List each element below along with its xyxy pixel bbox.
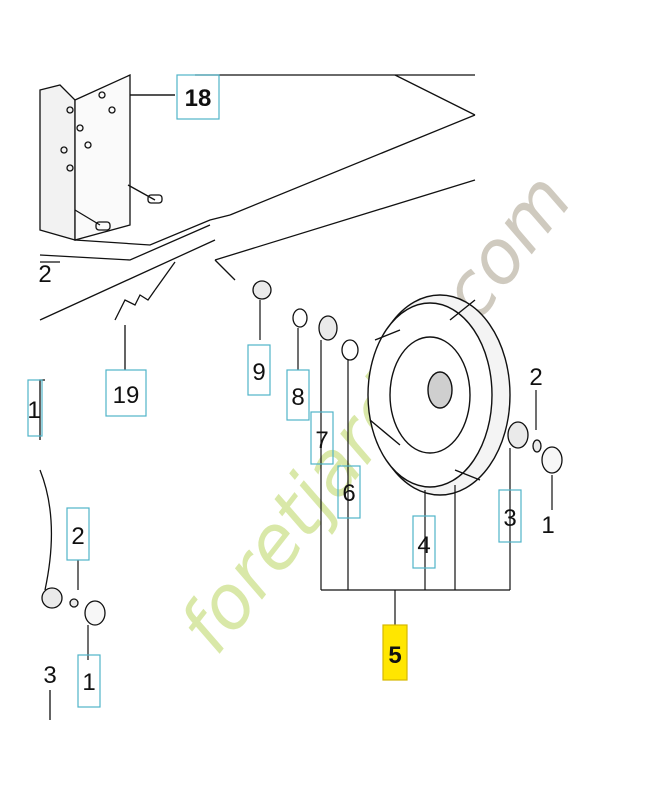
label-9: 9 [252,359,265,386]
label-7: 7 [315,427,328,454]
label-8: 8 [291,384,304,411]
wheel-part [367,294,511,496]
label-2-lower: 2 [71,523,84,550]
label-box-4 [412,515,436,569]
label-2-left: 2 [38,261,51,288]
label-box-8 [286,369,310,421]
label-box-5 [382,624,408,681]
hardware-parts [252,280,563,474]
label-1-lower: 1 [82,669,95,696]
label-edge: 1 [27,397,40,424]
label-18: 18 [185,85,212,112]
spring-part [114,261,176,370]
leader-lines [77,94,553,660]
label-4: 4 [417,532,430,559]
label-1-right: 1 [541,512,554,539]
label-3-right: 3 [503,505,516,532]
label-box-edge [27,379,43,437]
label-2-right: 2 [529,364,542,391]
label-box-7 [310,411,334,465]
label-box-6 [337,465,361,519]
label-box-19 [105,369,147,417]
label-5: 5 [388,642,401,669]
label-19: 19 [113,382,140,409]
label-box-3-right [498,489,522,543]
part-labels: 18 2 19 9 8 7 6 4 2 3 1 5 2 3 1 1 [27,85,554,696]
label-6: 6 [342,480,355,507]
label-box-9 [247,344,271,396]
bracket-assembly [39,73,476,321]
label-box-1-lower [77,654,101,708]
label-boxes [27,74,522,708]
label-3-lower: 3 [43,662,56,689]
label-box-2-lower [66,507,90,561]
label-box-18 [176,74,220,120]
